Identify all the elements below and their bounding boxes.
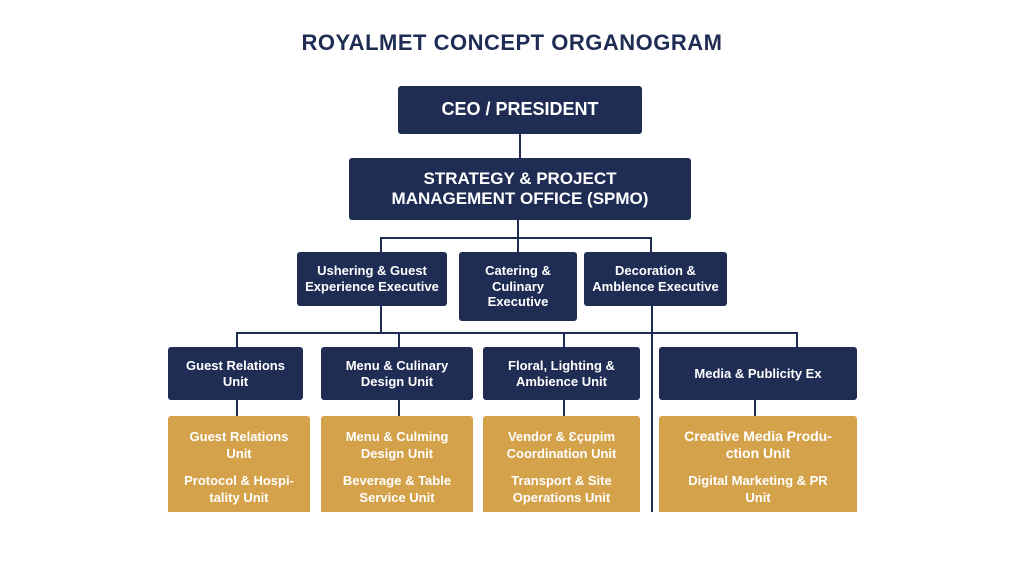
connector <box>398 400 400 416</box>
spmo-box: STRATEGY & PROJECT MANAGEMENT OFFICE (SP… <box>349 158 691 220</box>
subunit-group: Creative Media Produ-ction Unit Digital … <box>659 416 857 512</box>
connector <box>380 237 382 252</box>
subunit-group: Vendor & Ɛçupim Coordination Unit Transp… <box>483 416 640 512</box>
connector <box>754 400 756 416</box>
subunit: Vendor & Ɛçupim Coordination Unit <box>506 429 617 461</box>
connector <box>651 306 653 512</box>
connector <box>380 306 382 334</box>
ceo-box: CEO / PRESIDENT <box>398 86 642 134</box>
connector <box>650 237 652 252</box>
unit-media-publicity: Media & Publicity Ex <box>659 347 857 400</box>
connector <box>517 220 519 252</box>
connector <box>563 400 565 416</box>
subunit: Creative Media Produ-ction Unit <box>684 428 832 461</box>
connector <box>519 134 521 158</box>
connector <box>236 400 238 416</box>
exec-ushering: Ushering & Guest Experience Executive <box>297 252 447 306</box>
connector <box>796 332 798 347</box>
exec-catering: Catering & Culinary Executive <box>459 252 577 321</box>
subunit: Protocol & Hospi-tality Unit <box>184 473 294 505</box>
subunit-group: Menu & Culming Design Unit Beverage & Ta… <box>321 416 473 512</box>
connector <box>398 332 400 347</box>
connector <box>563 332 565 347</box>
connector <box>236 332 798 334</box>
connector <box>380 237 652 239</box>
subunit: Guest Relations Unit <box>189 429 289 461</box>
unit-menu-culinary: Menu & Culinary Design Unit <box>321 347 473 400</box>
exec-decoration: Decoration & Amblence Executive <box>584 252 727 306</box>
subunit: Menu & Culming Design Unit <box>345 429 449 461</box>
subunit: Transport & Site Operations Unit <box>511 473 612 505</box>
subunit-group: Guest Relations Unit Protocol & Hospi-ta… <box>168 416 310 512</box>
subunit: Beverage & Table Service Unit <box>342 473 452 505</box>
connector <box>236 332 238 347</box>
unit-floral-lighting: Floral, Lighting & Ambience Unit <box>483 347 640 400</box>
unit-guest-relations: Guest Relations Unit <box>168 347 303 400</box>
subunit: Digital Marketing & PR Unit <box>688 473 828 505</box>
chart-title: ROYALMET CONCEPT ORGANOGRAM <box>301 30 723 55</box>
